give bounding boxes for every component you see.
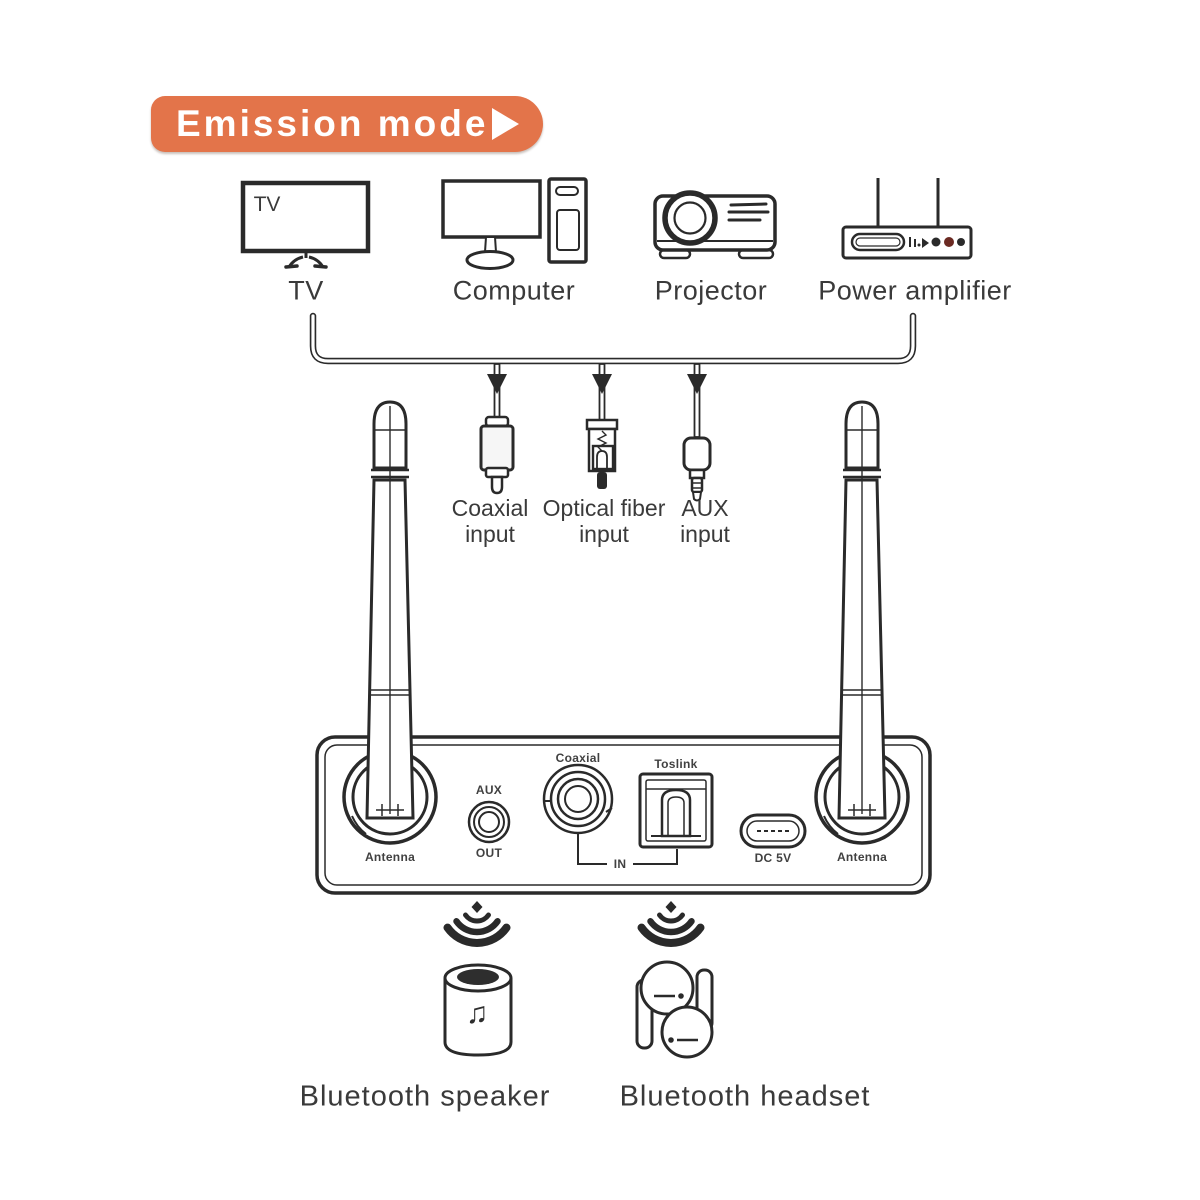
tv-label: TV [288, 275, 324, 306]
arrow-down-icon [487, 363, 507, 419]
connection-bus [309, 312, 917, 365]
dc5v-label: DC 5V [754, 851, 792, 865]
mode-banner: Emission mode [151, 96, 543, 152]
bluetooth-signal-icon [637, 901, 705, 947]
toslink-port [638, 772, 714, 849]
play-arrow-icon [492, 108, 519, 140]
power-amplifier-label: Power amplifier [818, 275, 1012, 306]
aux-input-line1: AUX [681, 495, 729, 521]
computer-icon [441, 177, 588, 270]
aux-input-label: AUX input [680, 495, 730, 547]
bluetooth-speaker-icon [443, 963, 513, 1057]
toslink-port-label: Toslink [654, 757, 698, 771]
left-antenna-icon [365, 400, 415, 820]
coaxial-cable-icon [479, 415, 515, 495]
optical-input-label: Optical fiber input [543, 495, 666, 547]
coaxial-input-label: Coaxial input [452, 495, 529, 547]
device-back-panel [315, 735, 932, 895]
projector-icon [653, 190, 777, 260]
aux-input-line2: input [680, 521, 730, 547]
bluetooth-transmitter-device [315, 400, 932, 895]
computer-label: Computer [452, 275, 576, 306]
coaxial-port [542, 763, 614, 835]
in-label: IN [613, 857, 627, 871]
coaxial-port-label: Coaxial [555, 751, 601, 765]
optical-input-line2: input [579, 521, 629, 547]
in-bracket [577, 833, 678, 865]
antenna-left-label: Antenna [364, 850, 416, 864]
bluetooth-speaker-label: Bluetooth speaker [299, 1080, 551, 1113]
optical-fiber-cable-icon [585, 418, 619, 489]
bluetooth-headset-icon [635, 960, 714, 1059]
tv-screen-text: TV [253, 193, 281, 216]
tv-icon [240, 180, 371, 269]
dc-port [739, 813, 807, 849]
antenna-right-label: Antenna [836, 850, 888, 864]
bluetooth-signal-icon [443, 901, 511, 947]
aux-port-label: AUX [475, 783, 503, 797]
mode-banner-label: Emission mode [176, 103, 489, 144]
coaxial-input-line1: Coaxial [451, 495, 529, 521]
aux-out-jack [467, 800, 511, 844]
aux-cable-icon [682, 436, 712, 502]
arrow-down-icon [592, 363, 612, 422]
music-note-icon: ♫ [465, 997, 489, 1030]
bluetooth-headset-label: Bluetooth headset [619, 1080, 871, 1113]
optical-input-line1: Optical fiber [542, 495, 666, 521]
projector-label: Projector [654, 275, 768, 306]
arrow-down-icon [687, 363, 707, 438]
right-antenna-icon [837, 400, 887, 820]
out-port-label: OUT [475, 846, 503, 860]
coaxial-input-line2: input [465, 521, 515, 547]
power-amplifier-icon [841, 178, 973, 260]
